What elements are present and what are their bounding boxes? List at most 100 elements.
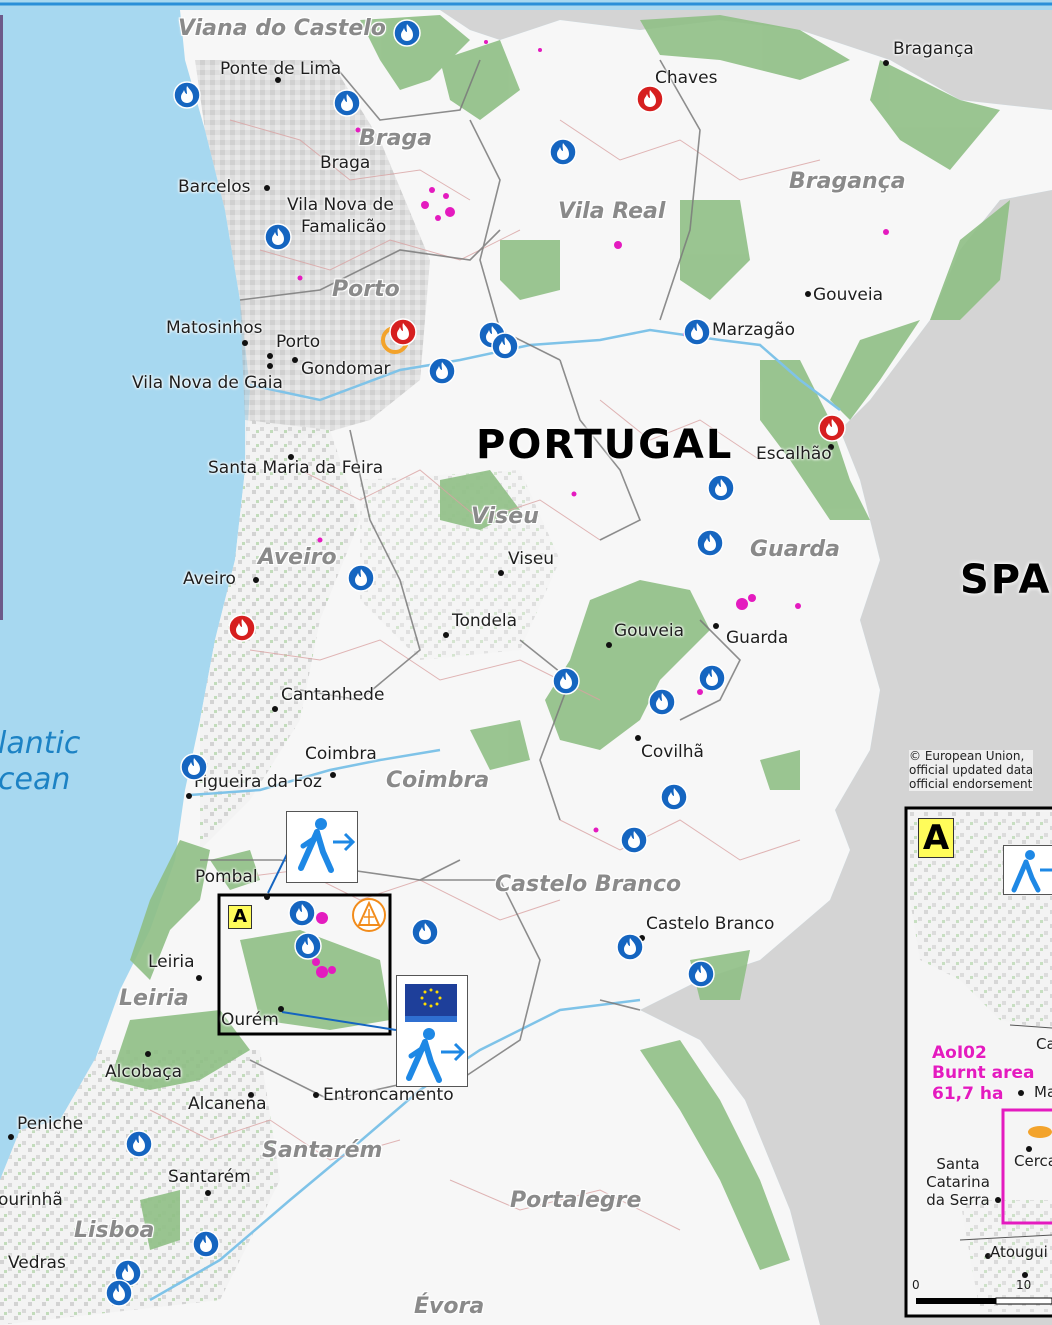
city-dot: [443, 632, 449, 638]
city-dot: [264, 894, 270, 900]
evacuation-icon: [1011, 850, 1052, 893]
city-label: Chaves: [655, 68, 718, 88]
scale-label: 10: [1016, 1278, 1032, 1292]
inset-place-label: Ma: [1034, 1083, 1052, 1101]
city-label: Covilhã: [641, 742, 704, 762]
fire-icon-red[interactable]: [227, 613, 257, 643]
city-label: Cantanhede: [281, 685, 385, 705]
fire-icon-blue[interactable]: [104, 1278, 134, 1308]
city-label: Matosinhos: [166, 318, 263, 338]
city-label: Marzagão: [712, 320, 796, 340]
fire-icon-blue[interactable]: [427, 356, 457, 386]
city-label: Gondomar: [301, 359, 391, 379]
fire-icon-blue[interactable]: [551, 666, 581, 696]
fire-icon-blue[interactable]: [695, 528, 725, 558]
aoi-area: 61,7 ha: [932, 1083, 1004, 1104]
city-dot: [288, 454, 294, 460]
region-label: Évora: [414, 1294, 485, 1319]
city-label: ourinhã: [0, 1190, 63, 1210]
city-dot: [272, 706, 278, 712]
city-dot: [278, 1006, 284, 1012]
city-dot: [330, 772, 336, 778]
fire-icon-blue[interactable]: [619, 825, 649, 855]
fire-icon-blue[interactable]: [124, 1129, 154, 1159]
city-dot: [1018, 1090, 1024, 1096]
ocean-label-line: cean: [0, 762, 71, 797]
fire-icon-blue[interactable]: [706, 473, 736, 503]
fire-icon-red[interactable]: [817, 413, 847, 443]
city-dot: [985, 1253, 991, 1259]
city-label: Vila Nova de: [287, 195, 394, 215]
fire-icon-blue[interactable]: [490, 331, 520, 361]
fire-icon-blue[interactable]: [410, 917, 440, 947]
ocean-label-line: lantic: [0, 726, 81, 761]
city-dot: [883, 60, 889, 66]
affected-area-icon[interactable]: [380, 325, 410, 355]
city-label: Pombal: [195, 867, 258, 887]
fire-icon-blue[interactable]: [686, 959, 716, 989]
city-dot: [635, 735, 641, 741]
inset-evacuation-icon-box[interactable]: [1003, 845, 1052, 895]
fire-icon-blue[interactable]: [548, 137, 578, 167]
fire-icon-blue[interactable]: [647, 687, 677, 717]
rivers: [149, 328, 841, 1302]
aoi-name: AoI02: [932, 1043, 987, 1063]
aoi-type: Burnt area: [932, 1063, 1035, 1084]
city-label: Alcobaça: [105, 1062, 183, 1082]
city-dot: [292, 357, 298, 363]
region-label: Santarém: [262, 1138, 383, 1163]
fire-icon-blue[interactable]: [392, 18, 422, 48]
region-label: Coimbra: [386, 768, 490, 793]
evacuation-icon-box[interactable]: [286, 811, 358, 883]
city-label: Famalicão: [301, 217, 387, 237]
city-label: Castelo Branco: [646, 914, 775, 934]
fire-icon-blue[interactable]: [682, 317, 712, 347]
city-dot: [248, 1092, 254, 1098]
city-dot: [242, 340, 248, 346]
city-dot: [267, 363, 273, 369]
fire-icon-blue[interactable]: [179, 752, 209, 782]
inset-a-letter: A: [228, 905, 252, 929]
city-label: Gouveia: [813, 285, 884, 305]
city-dot: [828, 444, 834, 450]
region-label: Guarda: [750, 537, 841, 562]
city-label: Santarém: [168, 1167, 251, 1187]
city-dot: [267, 353, 273, 359]
inset-place-line: da Serra: [926, 1191, 990, 1209]
fire-icon-blue[interactable]: [293, 931, 323, 961]
copyright-line: © European Union,: [909, 749, 1025, 763]
city-label: Ourém: [221, 1010, 279, 1030]
fire-icon-blue[interactable]: [172, 80, 202, 110]
evacuation-icon: [298, 818, 356, 873]
region-label: Leiria: [119, 986, 189, 1011]
city-dot: [264, 185, 270, 191]
fire-icon-blue[interactable]: [346, 563, 376, 593]
city-dot: [995, 1197, 1001, 1203]
urban-north: [195, 60, 430, 440]
fire-icon-blue[interactable]: [263, 222, 293, 252]
city-label: Porto: [276, 332, 321, 352]
copyright-line: official updated data: [909, 762, 1034, 777]
fire-icon-blue[interactable]: [615, 932, 645, 962]
copyright-notice: © European Union, official updated data …: [909, 749, 1034, 792]
fire-icon-blue[interactable]: [697, 663, 727, 693]
fire-icon-red[interactable]: [388, 317, 418, 347]
region-label: Braga: [359, 126, 433, 151]
fire-icon-blue[interactable]: [287, 898, 317, 928]
region-label: Porto: [332, 277, 400, 302]
fire-icon-red[interactable]: [635, 84, 665, 114]
city-dot: [196, 975, 202, 981]
city-label: Escalhão: [756, 444, 832, 464]
inset-place-label: Cerca: [1014, 1152, 1052, 1170]
warning-icon[interactable]: [351, 897, 387, 933]
region-label: Lisboa: [74, 1218, 155, 1243]
city-dot: [253, 577, 259, 583]
evacuation-eu-icon-box[interactable]: [396, 975, 468, 1087]
municipality-boundaries: [149, 119, 821, 1231]
city-label: Ponte de Lima: [220, 59, 342, 79]
fire-icon-blue[interactable]: [659, 782, 689, 812]
city-dot: [498, 570, 504, 576]
fire-icon-blue[interactable]: [191, 1229, 221, 1259]
fire-icon-blue[interactable]: [332, 88, 362, 118]
